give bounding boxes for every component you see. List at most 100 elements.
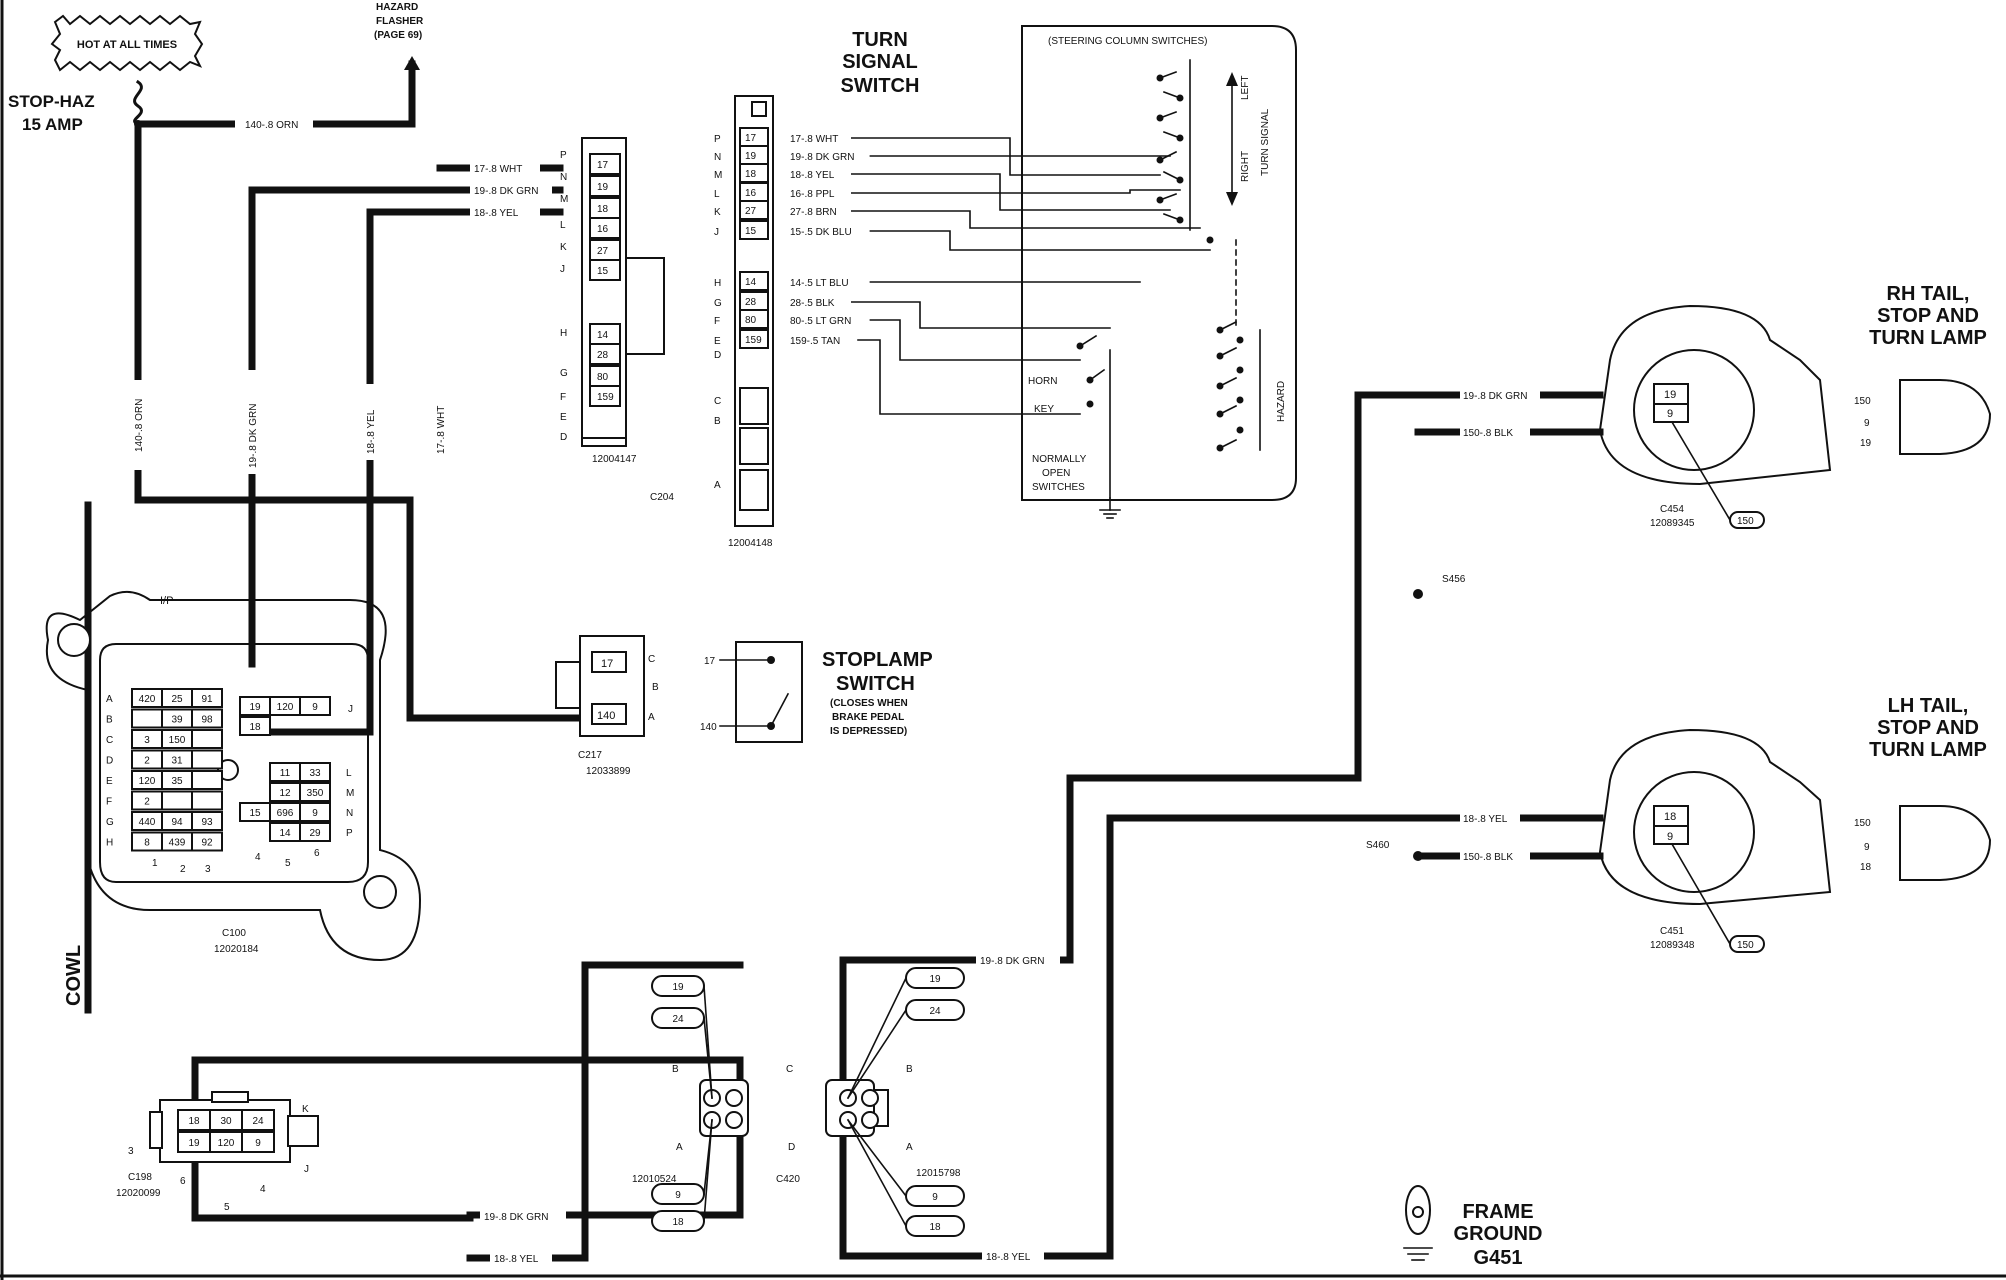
c204r-pin-letter: B bbox=[714, 416, 721, 427]
c204r-pin-letter: N bbox=[714, 152, 721, 163]
switch-wire bbox=[850, 173, 1171, 211]
svg-text:18-.8 YEL: 18-.8 YEL bbox=[366, 409, 377, 454]
svg-text:HAZARD: HAZARD bbox=[376, 2, 418, 13]
svg-text:GROUND: GROUND bbox=[1454, 1223, 1543, 1245]
c204r-pin-letter: C bbox=[714, 396, 721, 407]
c420-right-tag-num: 18 bbox=[929, 1222, 941, 1233]
svg-text:19: 19 bbox=[1860, 438, 1872, 449]
c100-row-letter: N bbox=[346, 808, 353, 819]
switch-wire-label: 80-.5 LT GRN bbox=[790, 316, 851, 327]
switch-contact bbox=[1236, 396, 1244, 404]
svg-text:D: D bbox=[788, 1142, 795, 1153]
c100-row-letter: H bbox=[106, 838, 113, 849]
c100-cavity-num: 98 bbox=[201, 715, 213, 726]
switch-wire bbox=[869, 230, 1211, 251]
switch-contact bbox=[1086, 400, 1094, 408]
c204l-cavity bbox=[589, 217, 621, 239]
c100-cavity-num: 12 bbox=[279, 788, 291, 799]
c204r-pin-letter: G bbox=[714, 298, 722, 309]
svg-text:18-.8 YEL: 18-.8 YEL bbox=[474, 208, 519, 219]
c100-cavity-num: 8 bbox=[144, 838, 150, 849]
svg-text:G451: G451 bbox=[1474, 1247, 1523, 1269]
c204l-cavity-num: 19 bbox=[597, 182, 609, 193]
switch-blade bbox=[1218, 320, 1238, 332]
svg-text:STOP AND: STOP AND bbox=[1877, 305, 1979, 327]
svg-text:B: B bbox=[672, 1064, 679, 1075]
hazard-flasher-ref: HAZARD FLASHER (PAGE 69) bbox=[374, 2, 424, 70]
switch-contact bbox=[1206, 236, 1214, 244]
svg-text:9: 9 bbox=[1667, 831, 1673, 843]
c100-cavity bbox=[191, 811, 223, 831]
svg-text:19-.8 DK GRN: 19-.8 DK GRN bbox=[1463, 391, 1527, 402]
c204l-cavity-num: 159 bbox=[597, 392, 614, 403]
svg-text:C198: C198 bbox=[128, 1172, 152, 1183]
switch-wire-label: 28-.5 BLK bbox=[790, 298, 835, 309]
svg-text:9: 9 bbox=[1864, 418, 1870, 429]
svg-text:(PAGE 69): (PAGE 69) bbox=[374, 30, 422, 41]
c204r-cavity-num: 15 bbox=[745, 226, 757, 237]
c420-left-tag-num: 19 bbox=[672, 982, 684, 993]
c100-cavity-num: 2 bbox=[144, 797, 150, 808]
svg-text:LEFT: LEFT bbox=[1240, 76, 1251, 100]
c204l-pin-letter: F bbox=[560, 392, 566, 403]
svg-text:SWITCH: SWITCH bbox=[836, 673, 915, 695]
c204l-cavity-num: 17 bbox=[597, 160, 609, 171]
svg-text:HOT AT ALL TIMES: HOT AT ALL TIMES bbox=[77, 39, 177, 51]
c100-cavity-num: 11 bbox=[280, 768, 291, 779]
svg-text:18: 18 bbox=[1664, 811, 1676, 823]
svg-text:12033899: 12033899 bbox=[586, 766, 631, 777]
c100-cavity bbox=[191, 790, 223, 811]
svg-text:150-.8 BLK: 150-.8 BLK bbox=[1463, 428, 1513, 439]
c204r-cavity-num: 80 bbox=[745, 315, 757, 326]
c204r-pin-letter: J bbox=[714, 227, 719, 238]
svg-text:15 AMP: 15 AMP bbox=[22, 115, 83, 134]
svg-text:BRAKE PEDAL: BRAKE PEDAL bbox=[832, 712, 904, 723]
c100-cavity-num: 19 bbox=[249, 702, 261, 713]
svg-text:OPEN: OPEN bbox=[1042, 468, 1070, 479]
svg-text:12020099: 12020099 bbox=[116, 1188, 161, 1199]
svg-text:18-.8 YEL: 18-.8 YEL bbox=[1463, 814, 1508, 825]
c100-row-letter: E bbox=[106, 776, 113, 787]
c198-cavity-num: 30 bbox=[220, 1116, 232, 1127]
wire-labels: 140-.8 ORN 140-.8 ORN 19-.8 DK GRN 18-.8… bbox=[129, 116, 1540, 1266]
c204r-pin-letter: F bbox=[714, 316, 720, 327]
svg-text:12020184: 12020184 bbox=[214, 944, 259, 955]
c420-right-lead bbox=[846, 976, 908, 1100]
svg-text:KEY: KEY bbox=[1034, 404, 1054, 415]
svg-text:5: 5 bbox=[224, 1202, 230, 1213]
c100-cavity-num: 14 bbox=[279, 828, 291, 839]
switch-contact bbox=[1236, 336, 1244, 344]
svg-text:12004147: 12004147 bbox=[592, 454, 637, 465]
svg-text:(STEERING COLUMN SWITCHES): (STEERING COLUMN SWITCHES) bbox=[1048, 36, 1207, 47]
svg-text:C: C bbox=[648, 654, 655, 665]
c204r-cavity-num: 16 bbox=[745, 188, 757, 199]
svg-text:STOPLAMP: STOPLAMP bbox=[822, 649, 933, 671]
c100-cavity-num: 120 bbox=[277, 702, 294, 713]
switch-wire-label: 15-.5 DK BLU bbox=[790, 227, 852, 238]
switch-wire-label: 17-.8 WHT bbox=[790, 134, 838, 145]
c100-cavity bbox=[161, 790, 193, 811]
c198-cavity bbox=[241, 1109, 275, 1131]
svg-text:HAZARD: HAZARD bbox=[1276, 381, 1287, 422]
switch-wire bbox=[850, 301, 1111, 329]
svg-text:18-.8 YEL: 18-.8 YEL bbox=[494, 1254, 539, 1265]
svg-text:9: 9 bbox=[1667, 408, 1673, 420]
c204r-pin-letter: H bbox=[714, 278, 721, 289]
stop-haz-fuse: STOP-HAZ 15 AMP bbox=[8, 79, 143, 134]
svg-text:150: 150 bbox=[1737, 940, 1754, 951]
svg-text:NORMALLY: NORMALLY bbox=[1032, 454, 1087, 465]
svg-text:12015798: 12015798 bbox=[916, 1168, 961, 1179]
svg-text:3: 3 bbox=[128, 1146, 134, 1157]
switch-wire-label: 16-.8 PPL bbox=[790, 189, 835, 200]
switch-wire bbox=[857, 339, 1081, 415]
c100-cavity-num: 92 bbox=[201, 838, 213, 849]
c100-bottom-num: 2 bbox=[180, 864, 186, 875]
c100-cavity bbox=[191, 688, 223, 708]
c100-cavity-num: 440 bbox=[139, 817, 156, 828]
switch-blade bbox=[1218, 438, 1238, 450]
c100-cavity-num: 150 bbox=[169, 735, 186, 746]
svg-text:IS DEPRESSED): IS DEPRESSED) bbox=[830, 726, 907, 737]
